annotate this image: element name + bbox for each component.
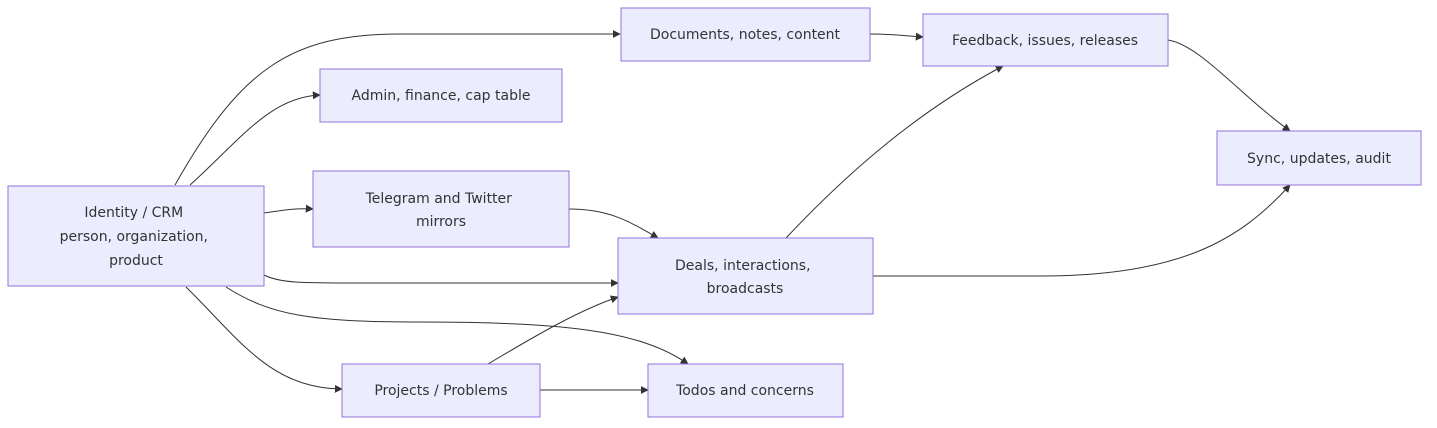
- node-feedback-label: Feedback, issues, releases: [952, 33, 1138, 49]
- edge-identity-to-projects: [185, 286, 343, 393]
- edge-deals-to-feedback: [785, 65, 1004, 239]
- svg-text:Telegram and Twitter m: Telegram and Twitter mirrors: [365, 191, 517, 230]
- node-mirrors-line-2: mirrors: [416, 214, 466, 230]
- node-documents-label: Documents, notes, content: [650, 27, 841, 43]
- svg-text:Deals, interactions, b: Deals, interactions, broadcasts: [675, 258, 815, 297]
- node-projects[interactable]: Projects / Problems: [341, 363, 541, 418]
- node-deals-line-1: Deals, interactions,: [675, 258, 811, 274]
- node-deals[interactable]: Deals, interactions, broadcasts: [617, 237, 874, 315]
- edge-feedback-to-sync: [1167, 39, 1291, 132]
- svg-text:Identity / CRM person,: Identity / CRM person, organization, pro…: [60, 205, 213, 269]
- node-documents[interactable]: Documents, notes, content: [620, 7, 871, 62]
- node-admin-label: Admin, finance, cap table: [352, 88, 531, 104]
- edge-identity-to-mirrors: [263, 204, 314, 214]
- edge-projects-to-deals: [487, 295, 619, 365]
- edge-identity-to-documents: [174, 30, 621, 186]
- node-identity-line-3: product: [109, 253, 163, 269]
- node-identity[interactable]: Identity / CRM person, organization, pro…: [7, 185, 265, 287]
- edges: [174, 30, 1291, 394]
- node-todos-label: Todos and concerns: [675, 383, 814, 399]
- node-identity-line-2: person, organization,: [60, 229, 208, 245]
- edge-deals-to-sync: [873, 184, 1291, 277]
- node-mirrors-line-1: Telegram and Twitter: [365, 191, 513, 207]
- node-projects-label: Projects / Problems: [374, 383, 507, 399]
- node-sync[interactable]: Sync, updates, audit: [1216, 130, 1422, 186]
- edge-mirrors-to-deals: [568, 208, 659, 239]
- edge-identity-to-admin: [189, 91, 321, 186]
- nodes: Identity / CRM person, organization, pro…: [7, 7, 1422, 418]
- edge-identity-to-todos: [225, 286, 689, 365]
- node-sync-label: Sync, updates, audit: [1247, 151, 1391, 167]
- node-deals-line-2: broadcasts: [707, 281, 784, 297]
- edge-identity-to-deals: [263, 274, 619, 287]
- edge-documents-to-feedback: [869, 32, 924, 41]
- node-feedback[interactable]: Feedback, issues, releases: [922, 13, 1169, 67]
- node-admin[interactable]: Admin, finance, cap table: [319, 68, 563, 123]
- node-identity-line-1: Identity / CRM: [84, 205, 183, 221]
- node-mirrors[interactable]: Telegram and Twitter mirrors: [312, 170, 570, 248]
- node-todos[interactable]: Todos and concerns: [647, 363, 844, 418]
